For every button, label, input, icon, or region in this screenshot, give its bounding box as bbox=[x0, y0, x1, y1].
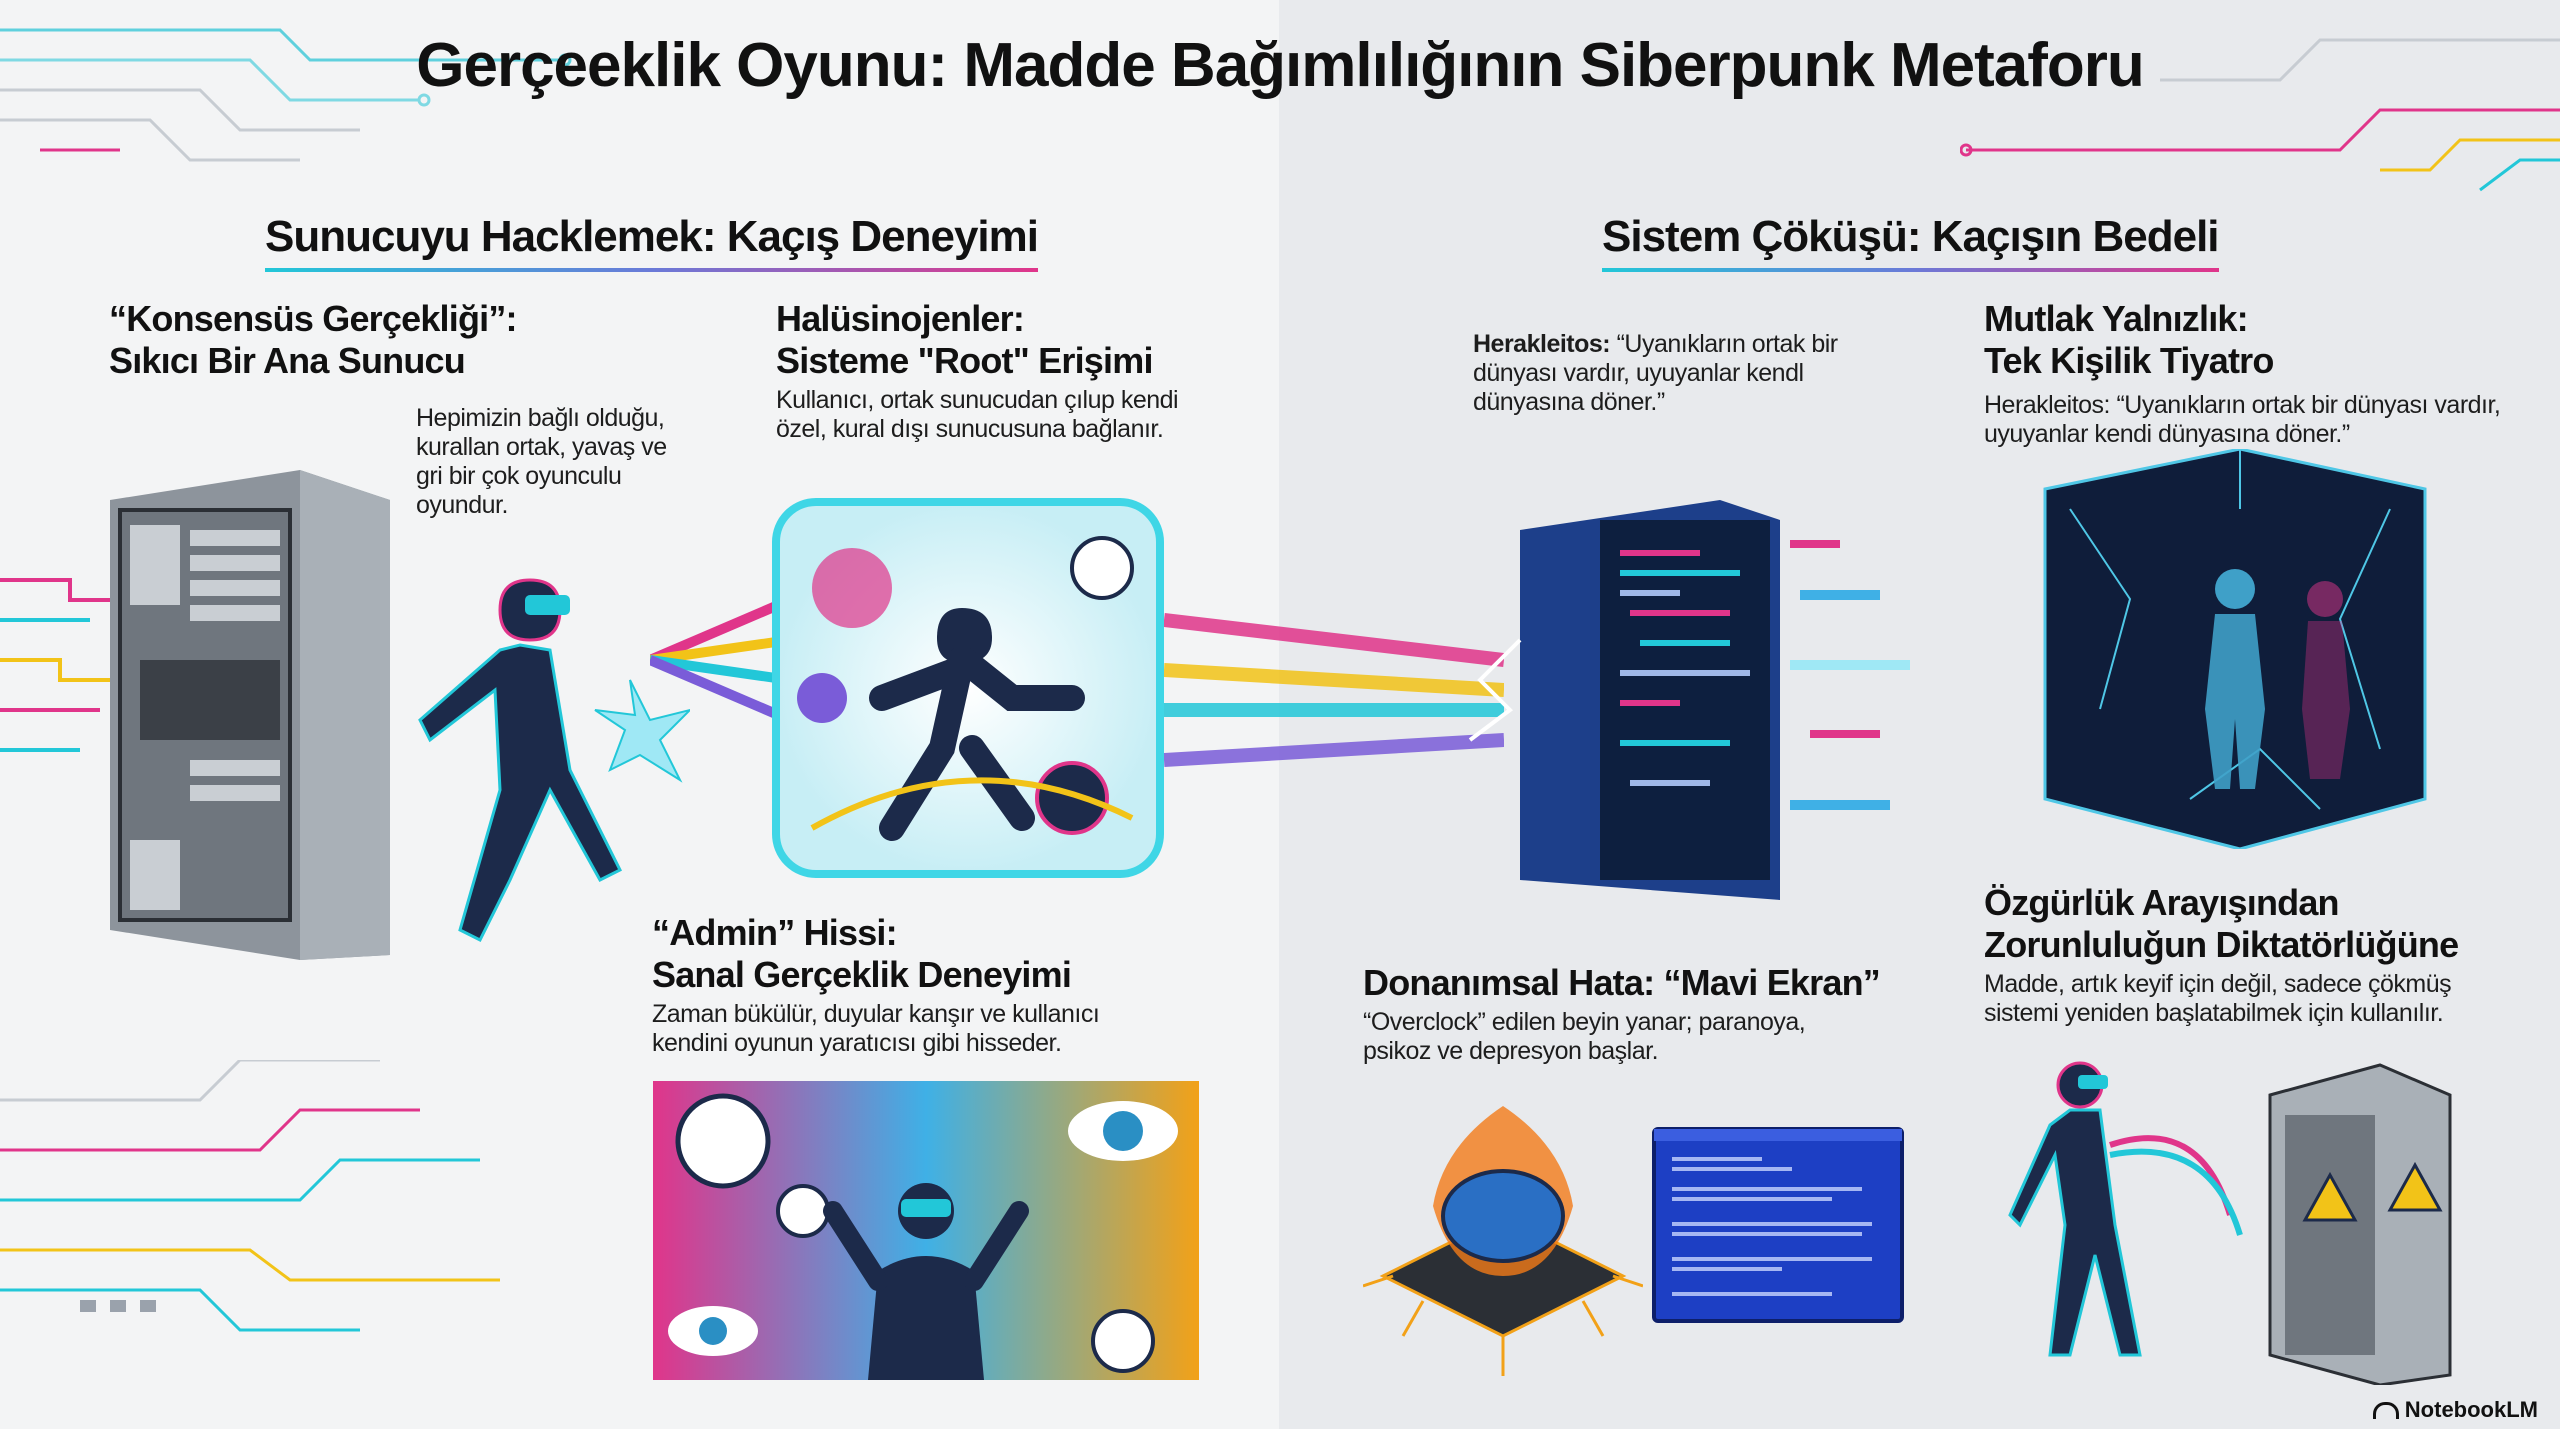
title-line: Zorunluluğun Diktatörlüğüne bbox=[1984, 924, 2459, 965]
hallucinogens-title: Halüsinojenler: Sisteme "Root" Erişimi bbox=[776, 298, 1153, 382]
notebooklm-brand: NotebookLM bbox=[2372, 1397, 2538, 1423]
section-heading-left-text: Sunucuyu Hacklemek: Kaçış Deneyimi bbox=[265, 212, 1039, 261]
energy-beam-left bbox=[650, 595, 790, 725]
title-line: Özgürlük Arayışından bbox=[1984, 882, 2340, 923]
burning-brain-chip-illustration bbox=[1363, 1106, 1643, 1376]
title-line: “Konsensüs Gerçekliği”: bbox=[109, 298, 518, 339]
server-rack-illustration bbox=[110, 470, 390, 960]
admin-feeling-title: “Admin” Hissi: Sanal Gerçeklik Deneyimi bbox=[652, 912, 1072, 996]
section-heading-left: Sunucuyu Hacklemek: Kaçış Deneyimi bbox=[265, 212, 1039, 272]
admin-feeling-text: Zaman bükülür, duyular kanşır ve kullanı… bbox=[652, 1000, 1100, 1057]
quote-label: Herakleitos: bbox=[1473, 330, 1611, 358]
title-line: Tek Kişilik Tiyatro bbox=[1984, 340, 2274, 381]
notebooklm-logo-icon bbox=[2372, 1401, 2399, 1419]
hardware-error-text: “Overclock” edilen beyin yanar; paranoya… bbox=[1363, 1008, 1806, 1065]
absolute-loneliness-title: Mutlak Yalnızlık: Tek Kişilik Tiyatro bbox=[1984, 298, 2274, 382]
title-line: Sanal Gerçeklik Deneyimi bbox=[652, 954, 1072, 995]
section-heading-right-text: Sistem Çöküşü: Kaçışın Bedeli bbox=[1602, 212, 2220, 261]
dictatorship-text: Madde, artık keyif için değil, sadece çö… bbox=[1984, 970, 2452, 1027]
brand-label: NotebookLM bbox=[2404, 1397, 2538, 1422]
title-line: Halüsinojenler: bbox=[776, 298, 1025, 339]
title-line: Donanımsal Hata: “Mavi Ekran” bbox=[1363, 962, 1881, 1003]
consensus-reality-title: “Konsensüs Gerçekliği”: Sıkıcı Bir Ana S… bbox=[109, 298, 518, 382]
title-line: Sıkıcı Bir Ana Sunucu bbox=[109, 340, 466, 381]
admin-vr-illustration bbox=[653, 1081, 1199, 1380]
absolute-loneliness-text: Herakleitos: “Uyanıkların ortak bir düny… bbox=[1984, 391, 2501, 448]
circuit-decoration-top-left bbox=[0, 28, 572, 162]
hallucinogen-portal-illustration bbox=[772, 498, 1164, 878]
figure-restarting-server-illustration bbox=[2008, 1061, 2452, 1385]
consensus-reality-text: Hepimizin bağlı olduğu, kurallan ortak, … bbox=[416, 404, 667, 519]
section-heading-right: Sistem Çöküşü: Kaçışın Bedeli bbox=[1602, 212, 2220, 272]
circuit-decoration-bottom-left bbox=[0, 1060, 500, 1332]
hardware-error-title: Donanımsal Hata: “Mavi Ekran” bbox=[1363, 962, 1881, 1004]
title-line: “Admin” Hissi: bbox=[652, 912, 898, 953]
title-line: Sisteme "Root" Erişimi bbox=[776, 340, 1153, 381]
crumbling-server-illustration bbox=[1468, 500, 1910, 900]
circuit-decoration-top-right bbox=[1960, 38, 2560, 192]
dictatorship-title: Özgürlük Arayışından Zorunluluğun Diktat… bbox=[1984, 882, 2459, 966]
heading-underline bbox=[265, 268, 1038, 272]
infographic-title: Gerçeeklik Oyunu: Madde Bağımlılığının S… bbox=[416, 31, 2145, 100]
blue-screen-illustration bbox=[1652, 1127, 1904, 1323]
hallucinogens-text: Kullanıcı, ortak sunucudan çılup kendi ö… bbox=[776, 386, 1179, 443]
circuit-decoration-left-middle bbox=[0, 578, 110, 752]
lonely-figure-cube-illustration bbox=[2043, 449, 2427, 849]
heading-underline bbox=[1602, 268, 2219, 272]
quote-text: “Uyanıkların ortak bir dünyası vardır, u… bbox=[1473, 330, 1838, 416]
runner-with-vr-headset bbox=[418, 578, 690, 943]
heraclitus-quote: Herakleitos: “Uyanıkların ortak bir düny… bbox=[1473, 330, 1873, 417]
title-line: Mutlak Yalnızlık: bbox=[1984, 298, 2249, 339]
energy-beam-middle bbox=[1164, 613, 1504, 767]
